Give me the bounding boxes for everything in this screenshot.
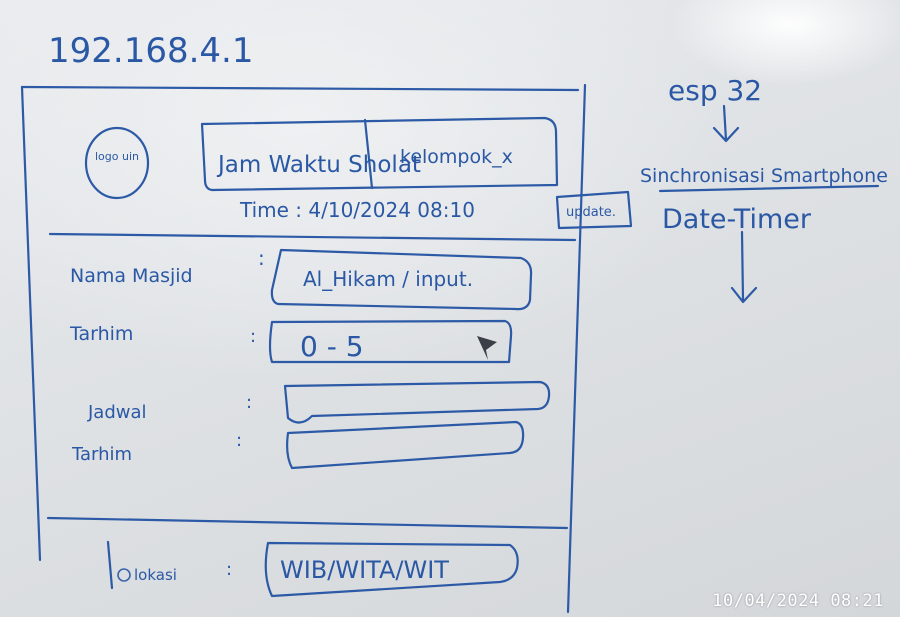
- footer-divider: [46, 516, 569, 530]
- title-divider: [363, 118, 374, 190]
- title-left: Jam Waktu Sholat: [216, 152, 421, 178]
- frame-top-line: [20, 85, 580, 92]
- logo-label: logo uin: [95, 150, 139, 163]
- sync-underline: [658, 184, 880, 193]
- frame-right-line: [566, 83, 587, 614]
- colon-5: :: [226, 559, 232, 580]
- header-divider: [48, 232, 577, 242]
- photo-timestamp: 10/04/2024 08:21: [712, 591, 884, 611]
- sync-note: Sinchronisasi Smartphone: [640, 165, 888, 187]
- colon-3: :: [246, 392, 252, 413]
- time-label: Time : 4/10/2024 08:10: [239, 198, 475, 222]
- ip-address: 192.168.4.1: [48, 31, 253, 71]
- arrow-down-icon-1: [712, 104, 740, 143]
- lokasi-bar: [106, 540, 114, 590]
- colon-2: :: [250, 326, 256, 347]
- tarhim-select[interactable]: 0 - 5: [268, 319, 513, 364]
- frame-left-line: [20, 85, 42, 562]
- tarhim-value: 0 - 5: [300, 330, 364, 363]
- lokasi-input[interactable]: WIB/WITA/WIT: [264, 541, 519, 598]
- tarhim-label: Tarhim: [69, 323, 133, 345]
- nama-masjid-label: Nama Masjid: [70, 265, 193, 287]
- esp-note: esp 32: [668, 74, 762, 107]
- lokasi-label: lokasi: [134, 566, 177, 584]
- arrow-down-icon-2: [730, 230, 758, 304]
- tarhim-2-input[interactable]: [286, 420, 525, 470]
- title-right: kelompok_x: [400, 146, 513, 168]
- dropdown-arrow-icon[interactable]: [477, 336, 497, 360]
- lokasi-value: WIB/WITA/WIT: [280, 556, 449, 584]
- update-button-label: update.: [566, 205, 616, 220]
- date-timer-note: Date-Timer: [662, 204, 812, 235]
- jadwal-label: Jadwal: [87, 402, 147, 423]
- title-box: [200, 116, 559, 192]
- location-icon: [117, 568, 131, 582]
- logo-circle: [84, 126, 150, 200]
- colon-1: :: [258, 246, 265, 270]
- update-button[interactable]: update.: [555, 190, 633, 230]
- colon-4: :: [236, 430, 242, 451]
- nama-masjid-input[interactable]: Al_Hikam / input.: [270, 248, 533, 311]
- tarhim-2-label: Tarhim: [71, 444, 132, 465]
- jadwal-input[interactable]: [283, 380, 551, 424]
- nama-masjid-value: Al_Hikam / input.: [303, 267, 473, 291]
